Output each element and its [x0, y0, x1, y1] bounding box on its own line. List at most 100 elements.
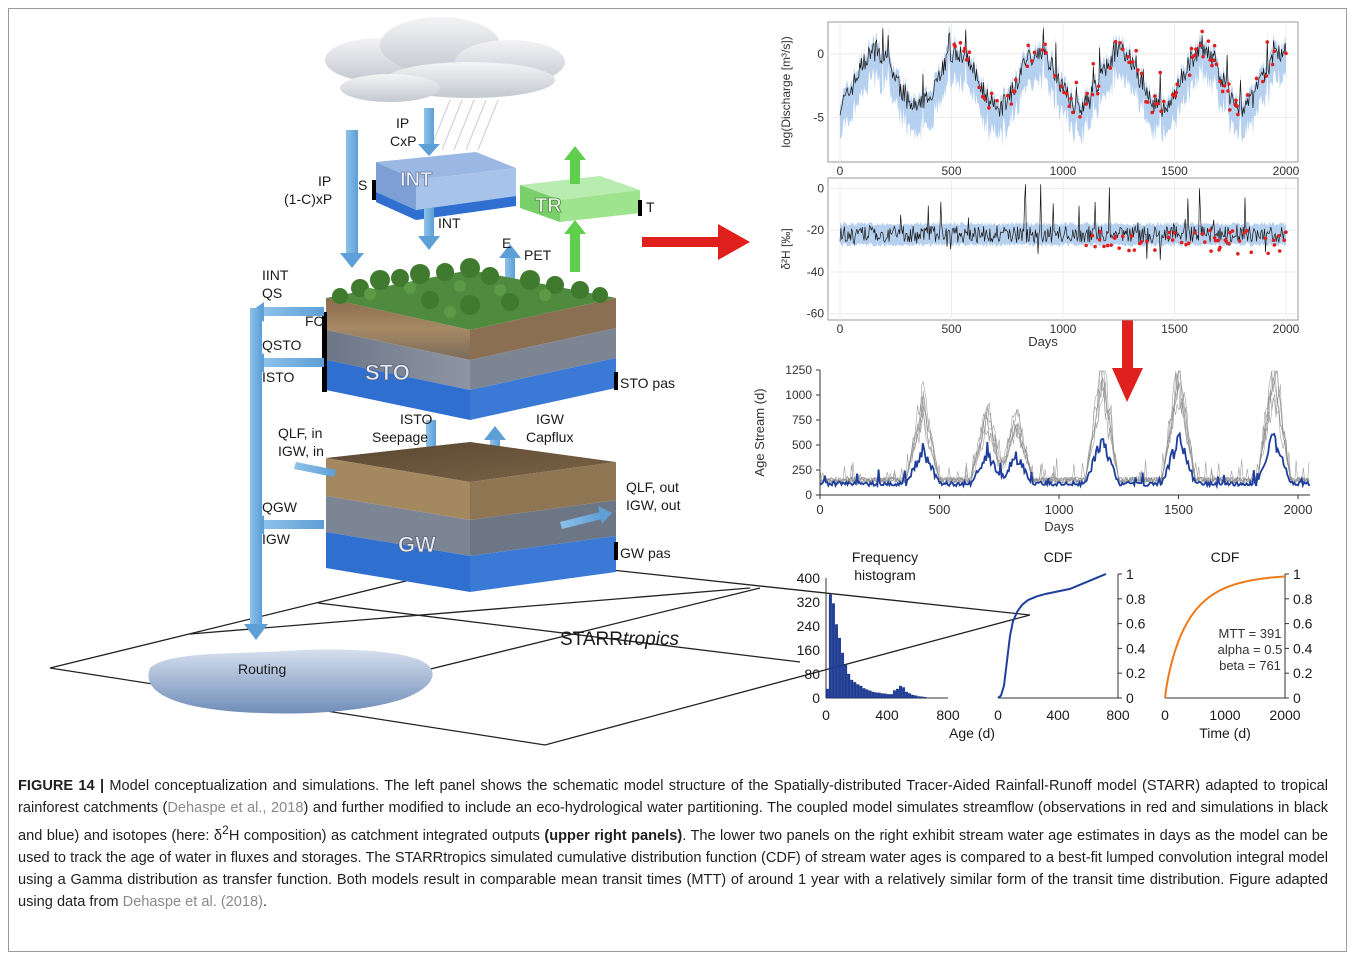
- x-tick-label: 500: [941, 322, 961, 336]
- x-tick-label: 0: [816, 502, 823, 517]
- histogram-bar: [865, 689, 869, 699]
- observation-point: [1193, 53, 1197, 57]
- int-storage-box: INT: [372, 152, 516, 220]
- observation-point: [1120, 47, 1125, 52]
- observation-point: [1069, 96, 1073, 101]
- observation-point: [1208, 58, 1212, 62]
- y-tick-label: 0: [812, 690, 820, 706]
- caption-label: FIGURE 14 |: [18, 778, 105, 794]
- x-tick-label: 1000: [1050, 164, 1077, 178]
- observation-point: [1190, 55, 1195, 59]
- observation-point: [958, 41, 963, 45]
- observation-point: [1193, 231, 1197, 235]
- observation-point: [1085, 91, 1089, 96]
- y-tick-label: 160: [797, 642, 821, 658]
- histogram-bar: [896, 688, 899, 699]
- observation-point: [1236, 112, 1240, 117]
- observation-point: [1120, 234, 1125, 239]
- y-tick-label: 0.4: [1293, 640, 1313, 656]
- red-arrow-right: [642, 224, 750, 260]
- x-tick-label: 0: [1161, 707, 1169, 723]
- observation-point: [1145, 100, 1150, 104]
- observation-point: [1210, 63, 1214, 68]
- observation-point: [1220, 89, 1225, 94]
- chart-title-line-2: histogram: [854, 567, 915, 583]
- observation-point: [1266, 251, 1270, 256]
- histogram-bar: [889, 694, 893, 699]
- observation-point: [1127, 60, 1131, 65]
- y-tick-label: 240: [797, 618, 821, 634]
- observation-point: [953, 44, 957, 49]
- observation-point: [977, 85, 981, 90]
- citation-link-2[interactable]: Dehaspe et al. (2018): [122, 893, 264, 910]
- observation-point: [1244, 228, 1249, 233]
- observation-point: [1213, 238, 1218, 243]
- observation-point: [1139, 71, 1144, 76]
- observation-point: [1284, 51, 1288, 56]
- y-tick-label: 1: [1293, 566, 1301, 582]
- ensemble-line: [819, 374, 1310, 484]
- histogram-bar: [828, 594, 832, 699]
- label-capflux: Capflux: [526, 429, 573, 445]
- histogram-bar: [899, 685, 903, 699]
- chart-title: CDF: [1044, 549, 1073, 565]
- observation-point: [1113, 39, 1118, 44]
- histogram-bar: [883, 693, 887, 699]
- histogram-bar: [838, 637, 842, 699]
- qlf-out-arrow: [560, 506, 612, 529]
- x-tick-label: 400: [875, 707, 899, 723]
- histogram-bar: [892, 690, 896, 699]
- y-tick-label: 0.8: [1126, 591, 1146, 607]
- observation-point: [1209, 249, 1213, 253]
- y-axis-label: Age Stream (d): [752, 388, 767, 476]
- interception-arrow: [418, 108, 440, 156]
- observation-point: [1161, 99, 1166, 104]
- histogram-bar: [880, 693, 884, 699]
- histogram-bar: [911, 694, 915, 699]
- observation-point: [1059, 84, 1064, 89]
- observation-point: [1071, 110, 1075, 115]
- observation-point: [1067, 104, 1072, 109]
- x-axis-label: Days: [1028, 334, 1058, 349]
- histogram-bar: [871, 691, 875, 699]
- simulation-band: [840, 20, 1286, 148]
- observation-point: [965, 57, 970, 61]
- observation-point: [1032, 50, 1037, 55]
- citation-link-1[interactable]: Dehaspe et al., 2018: [167, 800, 304, 816]
- observation-point: [1167, 230, 1171, 235]
- observation-point: [1282, 238, 1287, 243]
- histogram-bar: [914, 695, 918, 699]
- x-tick-label: 400: [1046, 707, 1070, 723]
- histogram-bar: [856, 684, 860, 699]
- observation-point: [1208, 228, 1212, 233]
- histogram-bar: [859, 685, 863, 699]
- int-box-label: INT: [400, 169, 432, 191]
- x-tick-label: 500: [929, 502, 951, 517]
- observation-point: [1172, 230, 1177, 235]
- observation-point: [1062, 90, 1066, 95]
- observation-point: [1272, 49, 1277, 54]
- observation-point: [1194, 47, 1198, 52]
- routing-pool: [148, 649, 433, 714]
- observation-point: [1145, 239, 1149, 244]
- observation-point: [1013, 89, 1017, 94]
- ensemble-line: [819, 370, 1310, 485]
- observation-point: [1242, 231, 1246, 235]
- x-tick-label: 2000: [1284, 502, 1313, 517]
- observation-point: [1096, 84, 1101, 89]
- label-igw: IGW: [262, 531, 291, 547]
- observation-point: [1235, 104, 1239, 108]
- observation-point: [1155, 101, 1160, 106]
- observation-point: [1091, 61, 1096, 66]
- observation-point: [1109, 243, 1113, 247]
- y-tick-label: 80: [804, 666, 820, 682]
- observation-point: [1095, 91, 1100, 96]
- label-fc: FC: [305, 313, 324, 329]
- figure-caption: FIGURE 14 | Model conceptualization and …: [18, 775, 1328, 913]
- observation-point: [1227, 241, 1231, 246]
- observation-point: [1134, 48, 1138, 53]
- precipitation-arrow: [340, 130, 364, 268]
